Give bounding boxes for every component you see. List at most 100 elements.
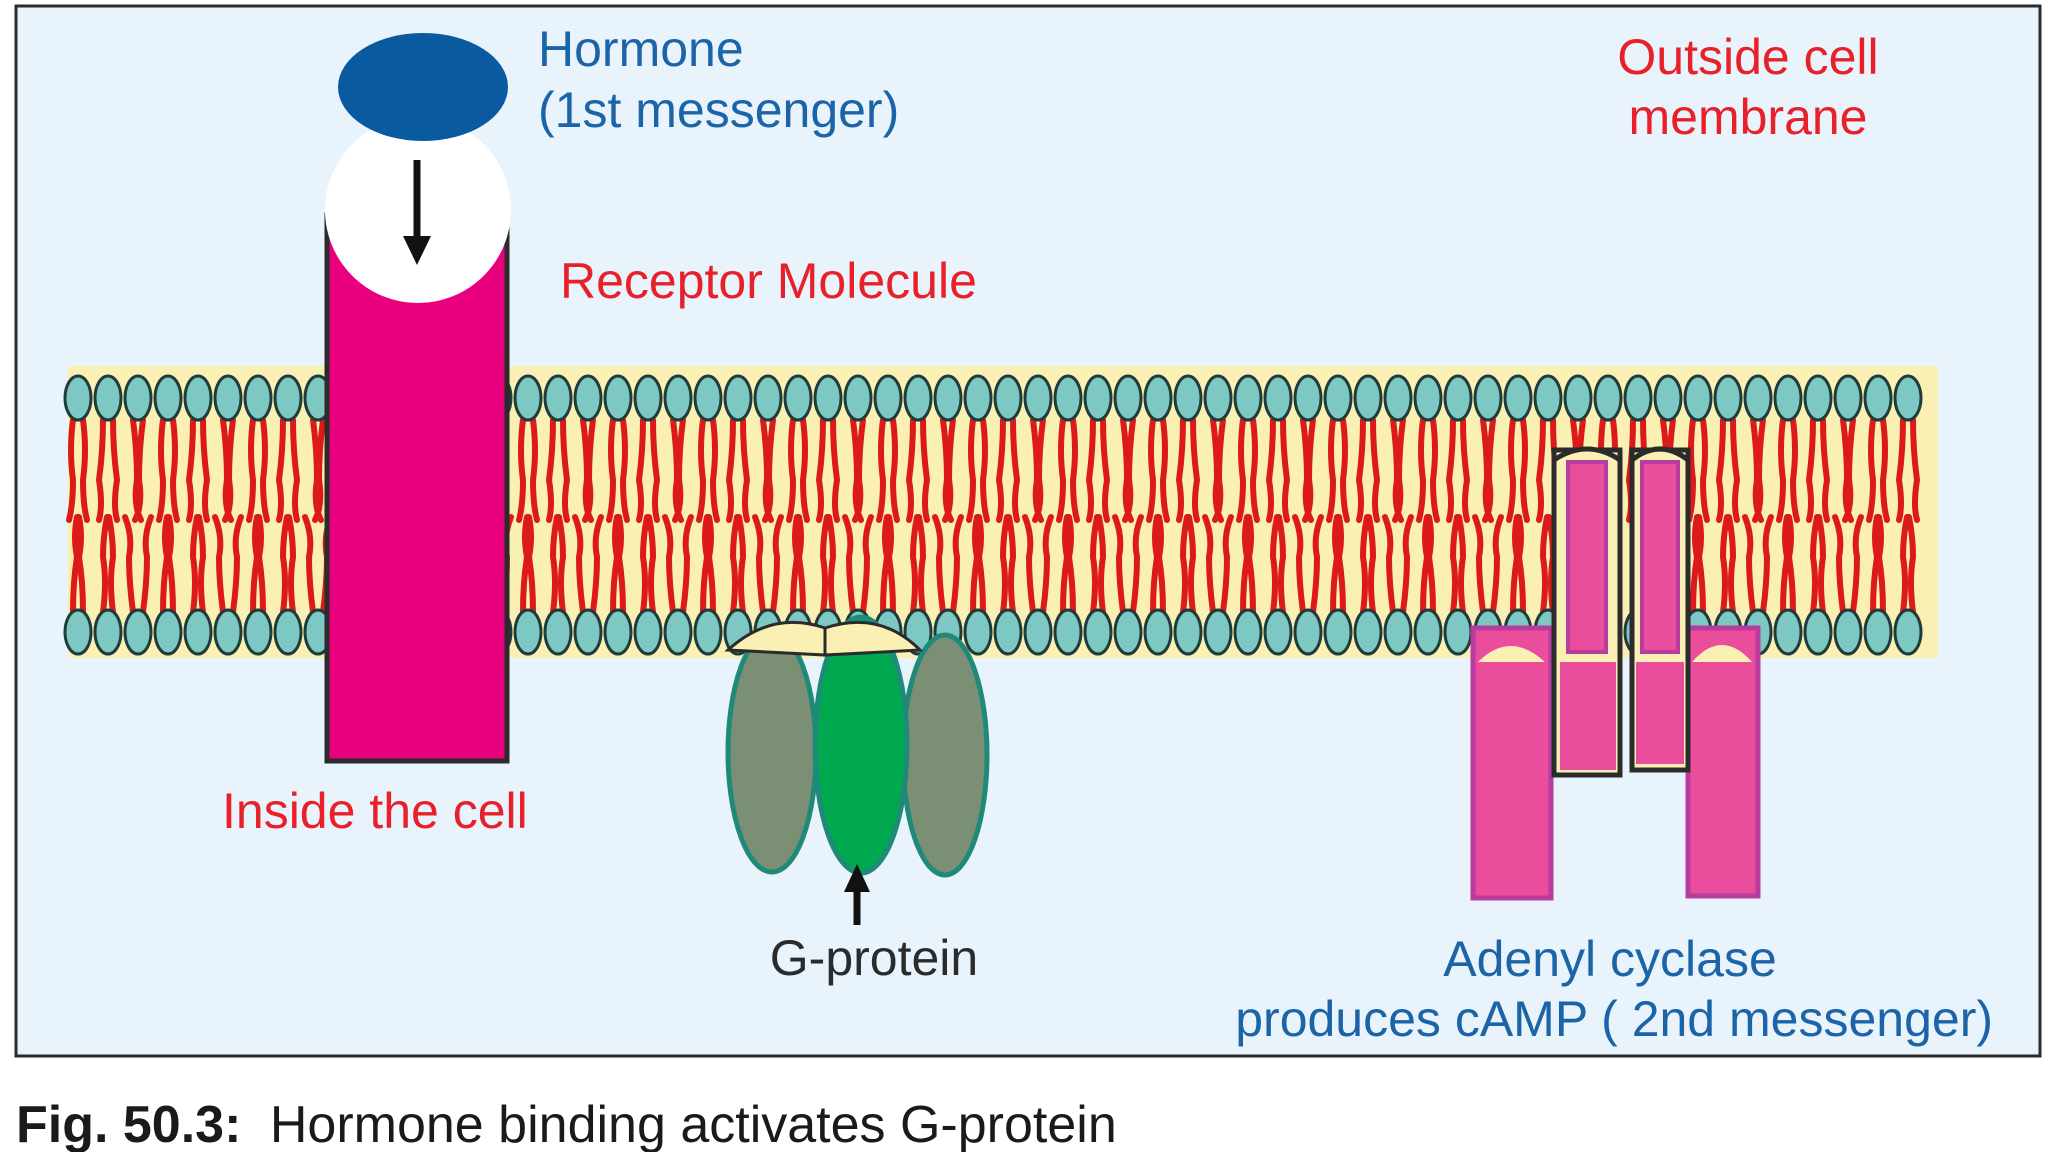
phospholipid-head <box>1353 608 1383 656</box>
phospholipid-head <box>1773 374 1803 422</box>
lipid-tail <box>880 514 896 615</box>
lipid-tail <box>250 514 266 615</box>
phospholipid-head <box>1503 374 1533 422</box>
lipid-tail <box>1112 514 1144 615</box>
phospholipid-head <box>1353 374 1383 422</box>
phospholipid-head <box>1113 608 1143 656</box>
lipid-tail <box>70 514 86 615</box>
lipid-tail <box>572 514 604 615</box>
caption-text: Hormone binding activates G-protein <box>270 1096 1117 1152</box>
phospholipid-head <box>603 374 633 422</box>
phospholipid-head <box>213 608 243 656</box>
lipid-tail <box>1089 514 1107 615</box>
phospholipid-head <box>1653 374 1683 422</box>
lipid-tail <box>1449 514 1467 615</box>
phospholipid-head <box>963 608 993 656</box>
g-protein <box>724 614 990 878</box>
phospholipid-head <box>1413 608 1443 656</box>
phospholipid-head <box>1053 374 1083 422</box>
lipid-tail <box>1416 417 1440 523</box>
lipid-tail <box>815 417 841 523</box>
lipid-tail <box>606 417 630 523</box>
phospholipid-head <box>873 374 903 422</box>
adenyl-cap-right <box>1692 645 1752 662</box>
lipid-tail <box>1510 514 1526 615</box>
lipid-tail <box>1780 514 1796 615</box>
lipid-tail <box>1330 514 1346 615</box>
g-protein-label: G-protein <box>770 930 978 986</box>
adenyl-inner-left-top <box>1552 446 1622 463</box>
lipid-tail <box>1179 514 1197 615</box>
phospholipid-head <box>543 608 573 656</box>
phospholipid-head <box>1203 374 1233 422</box>
lipid-tail <box>842 514 874 615</box>
lipid-tail <box>610 514 626 615</box>
lipid-tail <box>156 417 180 523</box>
lipid-tail <box>1382 514 1414 615</box>
lipid-tail <box>189 514 207 615</box>
adenyl-cyclase-label-line1: Adenyl cyclase <box>1443 931 1777 987</box>
phospholipid-head <box>273 374 303 422</box>
lipid-tail <box>1506 417 1530 523</box>
hormone-label-line1: Hormone <box>538 21 744 77</box>
lipid-tail <box>130 417 146 523</box>
lipid-tail <box>1056 417 1080 523</box>
lipid-tail <box>696 417 720 523</box>
phospholipid-head <box>1803 374 1833 422</box>
phospholipid-head <box>723 374 753 422</box>
adenyl-inner-right-top <box>1630 446 1690 463</box>
lipid-tail <box>1210 417 1226 523</box>
lipid-tail <box>160 514 176 615</box>
figure-caption: Fig. 50.3: Hormone binding activates G-p… <box>16 1096 1117 1152</box>
phospholipid-head <box>543 374 573 422</box>
lipid-tail <box>1840 417 1856 523</box>
phospholipid-head <box>1113 374 1143 422</box>
lipid-tail <box>790 514 806 615</box>
phospholipid-head <box>633 374 663 422</box>
lipid-tail <box>1420 514 1436 615</box>
lipid-tail <box>1236 417 1260 523</box>
adenyl-core-left-top <box>1566 460 1608 654</box>
lipid-tail <box>275 417 301 523</box>
phospholipid-head <box>1623 374 1653 422</box>
phospholipid-head <box>813 374 843 422</box>
phospholipid-head <box>93 608 123 656</box>
lipid-tail <box>185 417 211 523</box>
lipid-tail <box>940 417 956 523</box>
phospholipid-head <box>1203 608 1233 656</box>
adenyl-core-right-top <box>1640 460 1680 654</box>
phospholipid-head <box>633 608 663 656</box>
lipid-tail <box>786 417 810 523</box>
adenyl-cap-left <box>1478 646 1545 662</box>
lipid-tail <box>1690 514 1706 615</box>
lipid-tail <box>212 514 244 615</box>
lipid-tail <box>1899 514 1917 615</box>
lipid-tail <box>1175 417 1201 523</box>
lipid-tail <box>970 514 986 615</box>
lipid-tail <box>1085 417 1111 523</box>
adenyl-cyclase <box>1470 446 1761 901</box>
lipid-tail <box>1866 417 1890 523</box>
g-protein-arrow-icon <box>844 864 870 925</box>
phospholipid-head <box>1173 608 1203 656</box>
lipid-tails <box>66 417 1921 615</box>
phospholipid-head <box>1833 608 1863 656</box>
phospholipid-head <box>663 374 693 422</box>
lipid-tail <box>99 514 117 615</box>
lipid-tail <box>635 417 661 523</box>
phospholipid-head <box>1593 374 1623 422</box>
phospholipid-head <box>153 374 183 422</box>
adenyl-outer-right <box>1685 625 1761 899</box>
lipid-tail <box>639 514 657 615</box>
phospholipid-head <box>1173 374 1203 422</box>
lipid-tail <box>905 417 931 523</box>
phospholipid-head <box>993 608 1023 656</box>
phospholipid-head <box>933 374 963 422</box>
phospholipid-head <box>243 374 273 422</box>
phospholipid-head <box>1413 374 1443 422</box>
lipid-tail <box>1146 417 1170 523</box>
phospholipid-head <box>1863 374 1893 422</box>
lipid-tail <box>999 514 1017 615</box>
lipid-tail <box>1809 514 1827 615</box>
phospholipid-head <box>993 374 1023 422</box>
